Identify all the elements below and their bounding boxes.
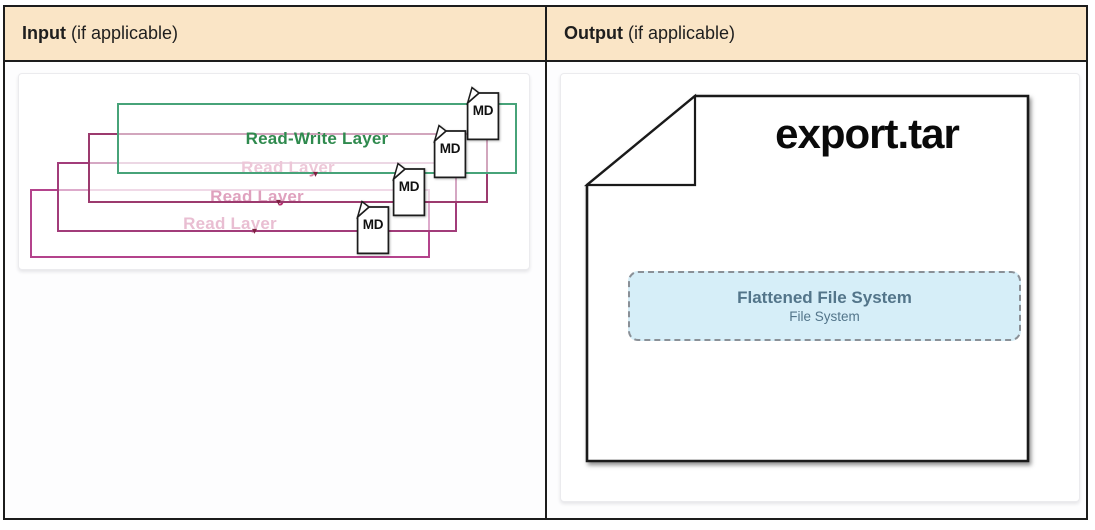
input-column-header: Input (if applicable) xyxy=(22,7,178,60)
input-header-bold: Input xyxy=(22,23,66,43)
metadata-document-icon: MD xyxy=(356,200,390,255)
document-shape xyxy=(392,162,426,217)
metadata-document-icon: MD xyxy=(433,124,467,179)
md-badge-label: MD xyxy=(439,141,461,156)
tar-file-name: export.tar xyxy=(775,110,960,157)
flattened-box-subtitle: File System xyxy=(789,309,860,324)
column-divider xyxy=(545,7,547,518)
output-header-suffix: (if applicable) xyxy=(622,23,736,43)
flattened-file-system-box: Flattened File System File System xyxy=(628,271,1021,341)
layer-label-read-write: Read-Write Layer xyxy=(245,128,389,148)
layer-pointer-icon: ▾ xyxy=(313,169,319,180)
input-header-suffix: (if applicable) xyxy=(65,23,179,43)
document-shape xyxy=(356,200,390,255)
layer-pointer-icon: ▾ xyxy=(252,226,258,237)
md-badge-label: MD xyxy=(362,217,384,232)
flattened-box-title: Flattened File System xyxy=(737,288,912,307)
document-shape xyxy=(433,124,467,179)
metadata-document-icon: MD xyxy=(466,86,500,141)
output-column-header: Output (if applicable) xyxy=(564,7,735,60)
layer-pointer-icon: ▾ xyxy=(276,197,282,208)
folded-corner xyxy=(583,93,697,187)
output-header-bold: Output xyxy=(564,23,623,43)
document-shape xyxy=(466,86,500,141)
md-badge-label: MD xyxy=(398,179,420,194)
md-badge-label: MD xyxy=(472,103,494,118)
metadata-document-icon: MD xyxy=(392,162,426,217)
